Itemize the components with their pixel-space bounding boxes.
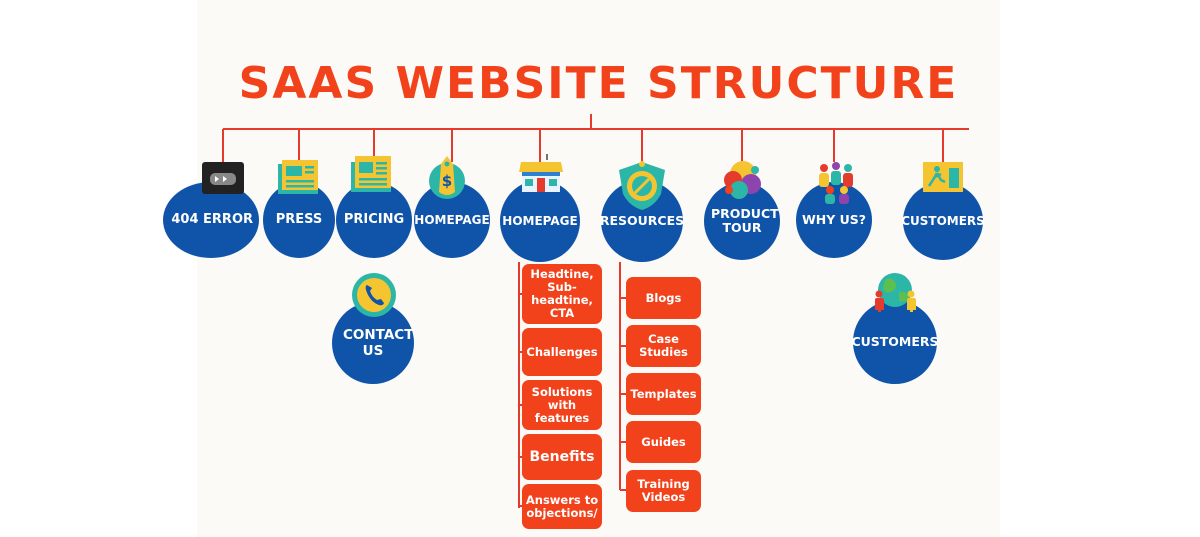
node-customers-secondary: CUSTOMERS [851, 300, 939, 384]
node-label: WHY US? [801, 212, 867, 227]
box-label: Blogs [645, 290, 682, 305]
diagram-title: SAAS WEBSITE STRUCTURE [238, 58, 959, 109]
box-label: Challenges [526, 344, 598, 359]
node-label: HOMEPAGE [502, 214, 578, 228]
node-label: PRODUCT TOUR [711, 206, 779, 235]
exit-sign-icon [923, 162, 963, 192]
resources-item-templates: Templates [626, 373, 701, 415]
box-label: Case Studies [639, 332, 688, 359]
box-label: Headtine, Sub-headtine, CTA [530, 267, 594, 320]
resources-item-training-videos: Training Videos [626, 470, 701, 512]
box-label: Training Videos [637, 477, 690, 504]
box-label: Guides [641, 434, 686, 449]
node-label: CUSTOMERS [901, 214, 985, 228]
node-press: PRESS [263, 182, 335, 258]
newspaper-icon [351, 156, 391, 192]
box-label: Templates [630, 386, 697, 401]
price-tag-icon: $ [429, 156, 465, 199]
box-label: Answers to objections/ [525, 492, 599, 520]
newspaper-icon [278, 160, 318, 194]
diagram-canvas: SAAS WEBSITE STRUCTURE 404 ERROR PRESS P… [163, 0, 1000, 537]
video-player-icon [202, 162, 244, 194]
node-label: HOMEPAGE [414, 213, 490, 227]
phone-icon [352, 273, 396, 317]
connector-lines [222, 114, 969, 508]
resources-item-case-studies: Case Studies [626, 325, 701, 367]
node-customers-top: CUSTOMERS [901, 182, 985, 260]
homepage-section-solutions: Solutions with features [522, 380, 602, 430]
globe-people-icon [875, 273, 916, 322]
colorful-blob-icon [724, 161, 761, 199]
node-label: CUSTOMERS [851, 334, 939, 349]
node-label: RESOURCES [599, 213, 685, 228]
node-label: PRICING [343, 212, 405, 227]
resources-item-guides: Guides [626, 421, 701, 463]
homepage-section-headline: Headtine, Sub-headtine, CTA [522, 264, 602, 324]
node-why-us: WHY US? [796, 182, 872, 258]
node-homepage-2: HOMEPAGE [500, 180, 580, 262]
node-label: PRESS [275, 212, 323, 227]
shield-compass-icon [619, 161, 665, 210]
box-label: Benefits [529, 448, 595, 465]
homepage-section-objections: Answers to objections/ [522, 484, 602, 529]
homepage-section-challenges: Challenges [522, 328, 602, 376]
people-icon [819, 162, 853, 204]
homepage-section-benefits: Benefits [522, 434, 602, 480]
node-label: 404 ERROR [171, 212, 253, 227]
box-label: Solutions with features [531, 384, 593, 425]
node-pricing: PRICING [336, 182, 412, 258]
resources-item-blogs: Blogs [626, 277, 701, 319]
node-404-error: 404 ERROR [163, 182, 259, 258]
svg-text:$: $ [442, 172, 452, 190]
node-label: CONTACT US [343, 327, 414, 359]
store-icon [519, 154, 563, 192]
